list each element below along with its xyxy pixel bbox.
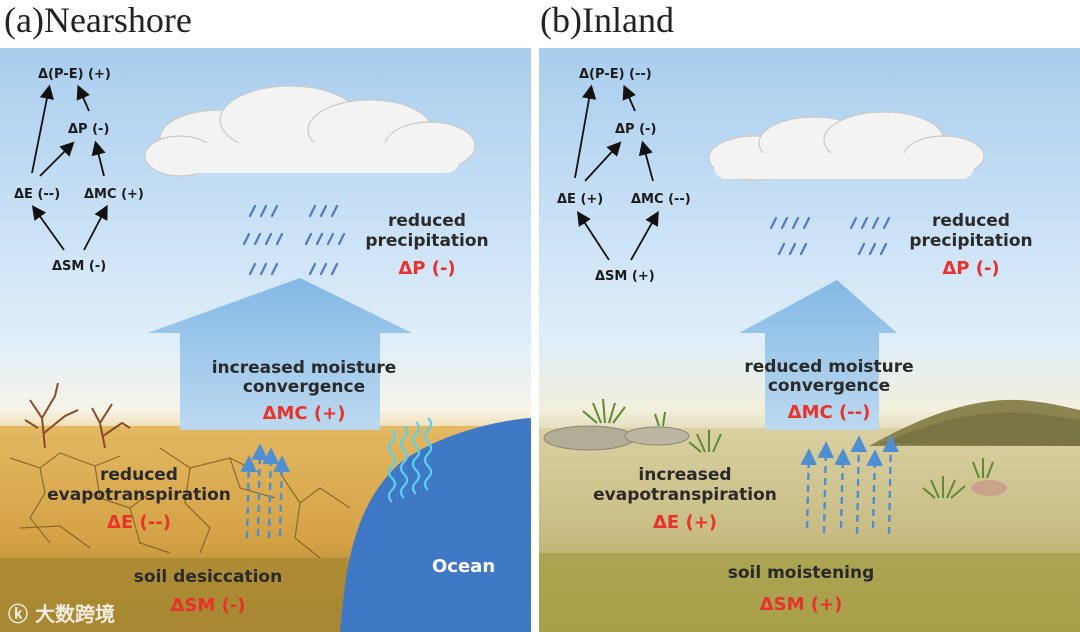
evap-delta-b: ΔE (+): [653, 512, 717, 533]
flow-sm-b: ΔSM (+): [595, 269, 655, 284]
precip-label-1-b: reduced: [932, 211, 1010, 231]
soil-delta-b: ΔSM (+): [760, 594, 843, 615]
moisture-delta: ΔMC (+): [263, 403, 346, 424]
flow-e-b: ΔE (+): [557, 192, 603, 207]
evap-label-1-b: increased: [638, 465, 731, 485]
flow-p-b: ΔP (-): [615, 122, 656, 137]
evap-label-1: reduced: [100, 465, 178, 485]
flow-sm: ΔSM (-): [52, 259, 106, 274]
flow-mc: ΔMC (+): [84, 187, 144, 202]
flow-pe: Δ(P-E) (+): [38, 67, 111, 82]
ocean-label: Ocean: [432, 556, 495, 577]
panel-b-diagram: Δ(P-E) (--) ΔP (-) ΔE (+) ΔMC (--) ΔSM (…: [539, 48, 1080, 632]
moisture-label-1: increased moisture: [212, 358, 397, 378]
panel-a-title: (a)Nearshore: [4, 0, 192, 40]
precip-delta: ΔP (-): [398, 258, 455, 279]
flow-mc-b: ΔMC (--): [631, 192, 691, 207]
flow-e: ΔE (--): [14, 187, 60, 202]
precip-delta-b: ΔP (-): [942, 258, 999, 279]
panel-a-diagram: Ocean Δ(P-E) (+) ΔP (-) ΔE (--): [0, 48, 531, 632]
watermark: ⓚ 大数跨境: [8, 598, 115, 627]
precip-label-2: precipitation: [365, 231, 488, 251]
moisture-label-2: convergence: [243, 377, 365, 397]
moisture-label-2-b: convergence: [768, 376, 890, 396]
flow-pe-b: Δ(P-E) (--): [579, 67, 652, 82]
watermark-logo-icon: ⓚ: [8, 602, 35, 626]
moisture-label-1-b: reduced moisture: [744, 357, 913, 377]
precip-label-1: reduced: [388, 211, 466, 231]
evap-label-2: evapotranspiration: [47, 485, 231, 505]
soil-label-b: soil moistening: [728, 563, 875, 583]
watermark-text: 大数跨境: [35, 602, 115, 626]
evap-delta: ΔE (--): [107, 512, 171, 533]
soil-label: soil desiccation: [134, 567, 282, 587]
flow-p: ΔP (-): [68, 122, 109, 137]
moisture-delta-b: ΔMC (--): [788, 402, 871, 423]
soil-delta: ΔSM (-): [171, 595, 246, 616]
evap-label-2-b: evapotranspiration: [593, 485, 777, 505]
panel-b-title: (b)Inland: [540, 0, 674, 40]
precip-label-2-b: precipitation: [909, 231, 1032, 251]
